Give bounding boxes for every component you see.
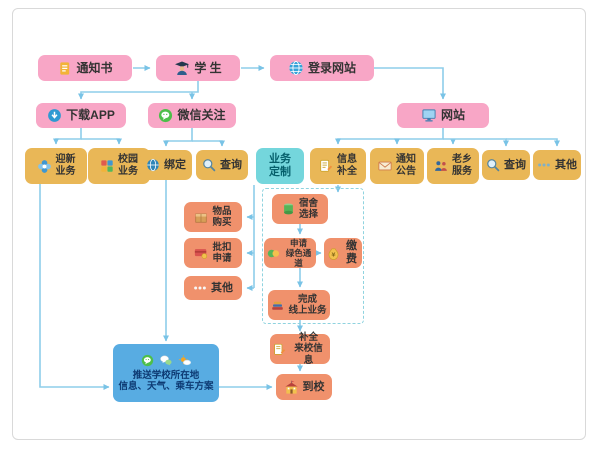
box-icon <box>194 210 208 224</box>
node-push-local-info: 推送学校所在地 信息、天气、乘车方案 <box>113 344 219 402</box>
globe-icon <box>146 158 160 172</box>
books-icon <box>271 299 284 312</box>
green-channel-icon <box>267 247 280 260</box>
ellipsis-icon <box>193 283 207 293</box>
node-student: 学 生 <box>156 55 240 81</box>
student-label: 学 生 <box>194 60 222 75</box>
node-green-channel: 申请 绿色通道 <box>264 238 316 268</box>
push-info-icons <box>141 354 192 367</box>
batch-deduction-label: 批扣 申请 <box>212 241 232 264</box>
info-completion-label: 信息 补全 <box>337 154 357 177</box>
magnifier-icon <box>486 158 500 172</box>
globe-icon <box>288 60 304 76</box>
login-website-label: 登录网站 <box>307 60 356 75</box>
node-pay-fees: ¥ 缴费 <box>324 238 362 268</box>
dorm-selection-label: 宿舍 选择 <box>298 197 318 220</box>
node-campus-services: 校园 业务 <box>88 148 150 184</box>
monitor-icon <box>421 108 437 123</box>
green-channel-label: 申请 绿色通道 <box>285 237 312 269</box>
push-local-info-label: 推送学校所在地 信息、天气、乘车方案 <box>118 369 214 392</box>
svg-text:¥: ¥ <box>332 252 336 258</box>
node-wechat-follow: 微信关注 <box>148 103 236 128</box>
school-icon <box>284 380 299 395</box>
node-item-purchase: 物品 购买 <box>184 202 242 232</box>
message-bubbles-icon <box>159 354 173 367</box>
envelope-icon <box>378 159 392 173</box>
app-download-icon <box>47 108 62 123</box>
online-business-group <box>262 188 364 324</box>
weather-icon <box>178 354 192 367</box>
money-bag-icon: ¥ <box>327 247 340 260</box>
notice-announcement-label: 通知 公告 <box>396 154 416 177</box>
node-notification-letter: 通知书 <box>38 55 132 81</box>
other-business-label: 其他 <box>211 281 233 294</box>
node-batch-deduction: 批扣 申请 <box>184 238 242 268</box>
form-pencil-icon <box>319 159 333 173</box>
other-web-label: 其他 <box>555 158 577 171</box>
item-purchase-label: 物品 购买 <box>212 205 232 228</box>
wechat-icon <box>158 108 173 123</box>
node-download-app: 下载APP <box>36 103 126 128</box>
pay-fees-label: 缴费 <box>346 240 357 265</box>
student-icon <box>174 60 190 76</box>
magnifier-icon <box>202 158 216 172</box>
download-app-label: 下载APP <box>66 108 115 123</box>
node-query-web: 查询 <box>482 150 530 180</box>
node-finish-online-business: 完成 线上业务 <box>268 290 330 320</box>
app-grid-icon <box>100 159 114 173</box>
fellow-service-label: 老乡 服务 <box>452 154 472 177</box>
business-customize-label: 业务 定制 <box>269 153 291 178</box>
ellipsis-icon <box>537 160 551 170</box>
people-icon <box>434 159 448 173</box>
arrive-at-school-label: 到校 <box>302 380 325 393</box>
diagram-border <box>12 8 586 440</box>
node-notice-announcement: 通知 公告 <box>370 148 424 184</box>
node-other-web: 其他 <box>533 150 581 180</box>
node-other-business: 其他 <box>184 276 242 300</box>
node-query-wechat: 查询 <box>196 150 248 180</box>
card-coin-icon <box>194 246 208 260</box>
notification-letter-label: 通知书 <box>76 60 113 75</box>
query-wechat-label: 查询 <box>220 158 242 171</box>
node-complete-arrival-info: 补全 来校信息 <box>270 332 330 366</box>
node-bind: 绑定 <box>140 150 192 180</box>
document-icon <box>57 61 72 76</box>
node-business-customize: 业务 定制 <box>256 148 304 184</box>
query-web-label: 查询 <box>504 158 526 171</box>
website-label: 网站 <box>440 108 465 123</box>
welcome-services-label: 迎新 业务 <box>55 154 76 177</box>
wechat-icon <box>141 354 154 367</box>
node-fellow-service: 老乡 服务 <box>427 148 479 184</box>
dorm-icon <box>282 202 295 216</box>
complete-arrival-info-label: 补全 来校信息 <box>294 332 323 366</box>
node-arrive-at-school: 到校 <box>276 374 332 400</box>
node-dorm-selection: 宿舍 选择 <box>272 194 328 224</box>
node-welcome-services: 迎新 业务 <box>25 148 87 184</box>
node-login-website: 登录网站 <box>270 55 374 81</box>
flower-icon <box>37 159 52 174</box>
node-website: 网站 <box>397 103 489 128</box>
campus-services-label: 校园 业务 <box>118 154 138 177</box>
finish-online-business-label: 完成 线上业务 <box>288 293 327 316</box>
node-info-completion: 信息 补全 <box>310 148 366 184</box>
bind-label: 绑定 <box>164 158 186 171</box>
form-pencil-icon <box>273 343 286 356</box>
arrow-lines <box>39 65 560 390</box>
wechat-follow-label: 微信关注 <box>177 108 226 123</box>
